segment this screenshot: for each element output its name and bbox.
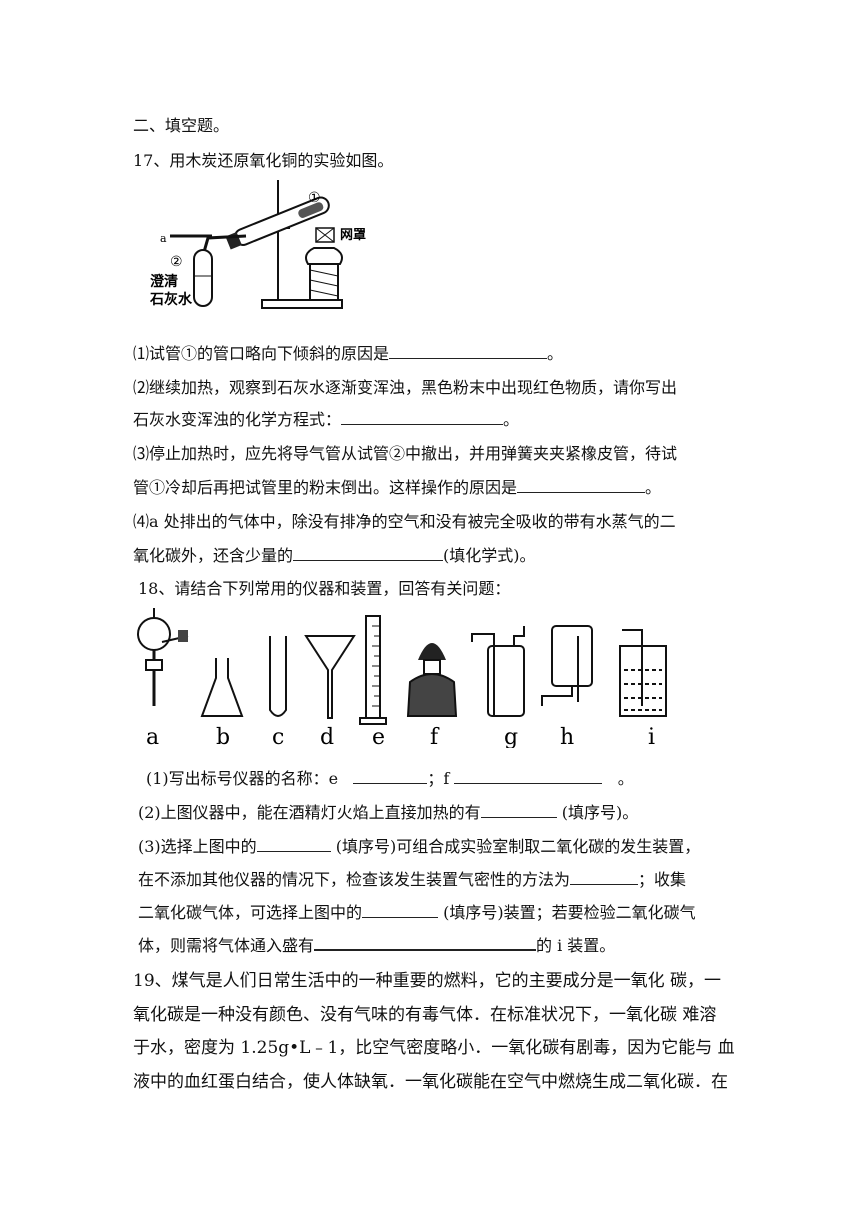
q18-p1-text: (1)写出标号仪器的名称：e <box>146 769 339 788</box>
apparatus-label-i: i <box>648 725 655 748</box>
block-hatching <box>309 269 339 297</box>
q19-line4: 液中的血红蛋白结合，使人体缺氧．一氧化碳能在空气中燃烧生成二氧化碳．在 <box>133 1072 728 1092</box>
q18-p3-blank2[interactable] <box>570 870 639 885</box>
funnel <box>304 635 356 719</box>
q17-p1-text: ⑴试管①的管口略向下倾斜的原因是 <box>133 344 390 363</box>
q18-part2: (2)上图仪器中，能在酒精灯火焰上直接加热的有 (填序号)。 <box>138 799 638 823</box>
q18-p3-text4b: 的 i 装置。 <box>536 936 616 955</box>
q17-part2-line1: ⑵继续加热，观察到石灰水逐渐变浑浊，黑色粉末中出现红色物质，请你写出 <box>133 378 678 397</box>
q18-part3-line3: 二氧化碳气体，可选择上图中的 (填序号)装置；若要检验二氧化碳气 <box>138 899 696 923</box>
q17-p1-blank[interactable] <box>389 344 548 359</box>
q18-p2-end: (填序号)。 <box>556 803 639 822</box>
q18-p3-text1: (3)选择上图中的 <box>138 837 257 856</box>
q18-p3-text2b: ；收集 <box>638 870 687 889</box>
q18-p3-blank1[interactable] <box>256 837 331 852</box>
q18-p1-blank-f[interactable] <box>454 769 603 784</box>
q18-part3-line1: (3)选择上图中的 (填序号)可组合成实验室制取二氧化碳的发生装置， <box>138 833 700 857</box>
apparatus-row-figure: a b c d e f g h i <box>137 608 667 748</box>
q19-line3: 于水，密度为 1.25g•L﹣1，比空气密度略小．一氧化碳有剧毒，因为它能与 血 <box>133 1038 735 1058</box>
q18-p3-blank3[interactable] <box>362 903 439 918</box>
apparatus-label-e: e <box>372 725 385 748</box>
q18-p3-text2: 在不添加其他仪器的情况下，检查该发生装置气密性的方法为 <box>138 870 571 889</box>
q17-p1-end: 。 <box>547 344 564 363</box>
conical-flask <box>200 658 244 717</box>
stand-base <box>261 299 343 309</box>
apparatus-label-f: f <box>430 725 440 748</box>
apparatus-label-d: d <box>320 725 334 748</box>
q17-p3-text: 管①冷却后再把试管里的粉末倒出。这样操作的原因是 <box>133 478 518 497</box>
q17-part3-line1: ⑶停止加热时，应先将导气管从试管②中撤出，并用弹簧夹夹紧橡皮管，待试 <box>133 444 678 463</box>
q18-part3-line4: 体，则需将气体通入盛有 的 i 装置。 <box>138 932 615 956</box>
inverted-bottle-device <box>541 625 593 706</box>
apparatus-label-a: a <box>146 725 159 748</box>
q17-part4-line2: 氧化碳外，还含少量的 (填化学式)。 <box>133 542 536 566</box>
q18-p1-sep: ；f <box>427 769 450 788</box>
q17-p2-blank[interactable] <box>341 410 504 425</box>
label-limewater-2: 石灰水 <box>150 291 193 308</box>
graduated-cylinder <box>359 615 387 725</box>
q19-line2: 氧化碳是一种没有颜色、没有气味的有毒气体．在标准状况下，一氧化碳 难溶 <box>133 1005 717 1025</box>
q17-p3-end: 。 <box>645 478 662 497</box>
q17-p2-end: 。 <box>503 410 520 429</box>
apparatus-label-h: h <box>560 725 574 748</box>
apparatus-label-b: b <box>216 725 230 748</box>
q18-part1: (1)写出标号仪器的名称：e ；f 。 <box>146 765 634 789</box>
q17-p4-text: 氧化碳外，还含少量的 <box>133 546 294 565</box>
q17-part3-line2: 管①冷却后再把试管里的粉末倒出。这样操作的原因是 。 <box>133 474 661 498</box>
label-limewater-1: 澄清 <box>150 273 178 290</box>
alcohol-lamp <box>305 247 343 265</box>
test-tube <box>269 636 287 717</box>
q17-part4-line1: ⑷a 处排出的气体中，除没有排净的空气和没有被完全吸收的带有水蒸气的二 <box>133 512 676 531</box>
q17-p2-text: 石灰水变浑浊的化学方程式： <box>133 410 342 429</box>
q18-p1-blank-e[interactable] <box>353 769 428 784</box>
q18-p2-blank[interactable] <box>480 803 557 818</box>
q18-p3-blank4[interactable] <box>314 935 537 951</box>
label-mesh: 网罩 <box>340 228 366 243</box>
beaker-with-liquid <box>619 629 667 717</box>
label-circle2: ② <box>170 254 183 270</box>
separatory-funnel <box>137 608 189 706</box>
label-circle1: ① <box>308 190 321 206</box>
q18-p3-text3b: (填序号)装置；若要检验二氧化碳气 <box>438 903 696 922</box>
q17-p4-blank[interactable] <box>293 546 444 561</box>
alcohol-lamp-apparatus <box>406 643 458 717</box>
label-a: a <box>160 232 167 245</box>
q17-part2-line2: 石灰水变浑浊的化学方程式： 。 <box>133 406 519 430</box>
q19-line1: 19、煤气是人们日常生活中的一种重要的燃料，它的主要成分是一氧化 碳，一 <box>133 971 722 991</box>
q18-p3-text1b: (填序号)可组合成实验室制取二氧化碳的发生装置， <box>330 837 701 856</box>
q18-p3-text3: 二氧化碳气体，可选择上图中的 <box>138 903 363 922</box>
q18-p1-end: 。 <box>617 769 634 788</box>
q17-stem: 17、用木炭还原氧化铜的实验如图。 <box>133 151 394 170</box>
q17-part1: ⑴试管①的管口略向下倾斜的原因是 。 <box>133 340 563 364</box>
q18-p2-text: (2)上图仪器中，能在酒精灯火焰上直接加热的有 <box>138 803 481 822</box>
apparatus-label-g: g <box>504 725 518 748</box>
charcoal-reduction-apparatus-figure: a ② 澄清 石灰水 网罩 ① <box>150 180 366 309</box>
q18-p3-text4: 体，则需将气体通入盛有 <box>138 936 315 955</box>
gas-washing-bottle <box>471 626 525 717</box>
apparatus-label-c: c <box>272 725 284 748</box>
q17-p4-end: (填化学式)。 <box>443 546 536 565</box>
q18-stem: 18、请结合下列常用的仪器和装置，回答有关问题： <box>138 579 511 598</box>
section-title: 二、填空题。 <box>133 116 230 135</box>
q17-p3-blank[interactable] <box>517 478 646 493</box>
test-tube-2 <box>193 249 213 307</box>
mesh-crosshatch <box>315 227 335 243</box>
q18-part3-line2: 在不添加其他仪器的情况下，检查该发生装置气密性的方法为 ；收集 <box>138 866 686 890</box>
